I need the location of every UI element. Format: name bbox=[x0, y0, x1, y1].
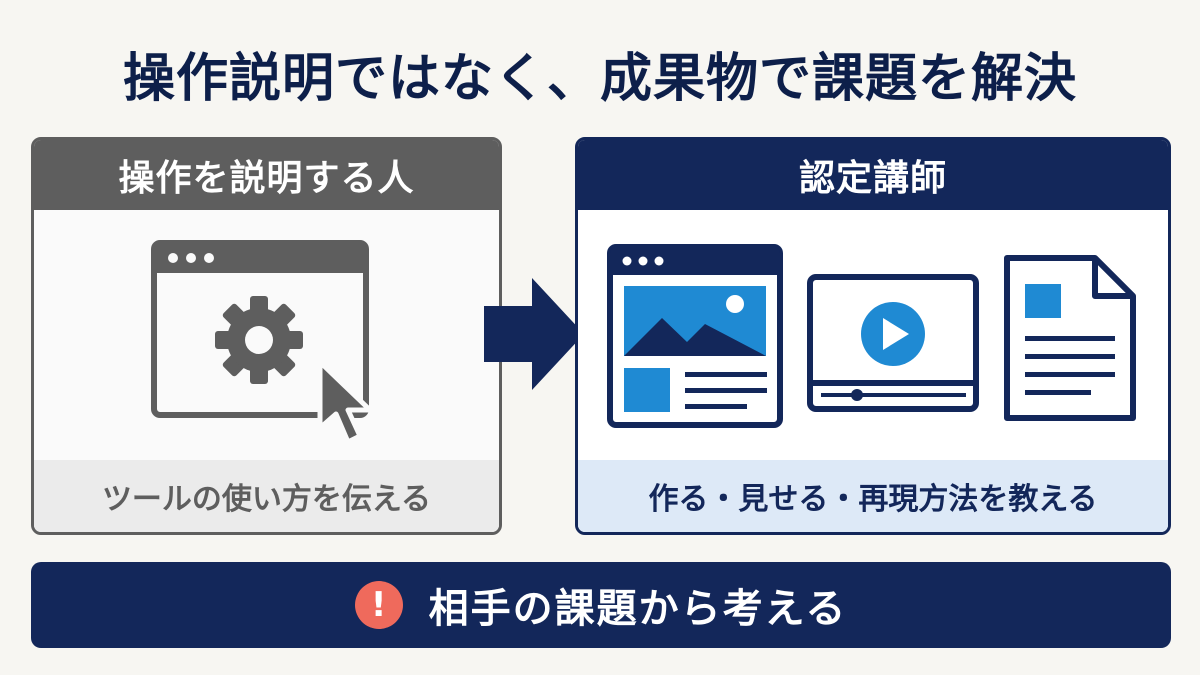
key-message-banner: ! 相手の課題から考える bbox=[31, 562, 1171, 648]
video-player-icon bbox=[807, 274, 979, 412]
page-title: 操作説明ではなく、成果物で課題を解決 bbox=[122, 49, 1077, 109]
right-arrow-icon bbox=[484, 278, 584, 390]
instructor-panel-body bbox=[578, 210, 1168, 460]
gear-icon bbox=[215, 296, 303, 384]
instructor-panel-header: 認定講師 bbox=[578, 140, 1168, 210]
instructor-panel: 認定講師 bbox=[575, 137, 1171, 535]
operator-panel-body bbox=[34, 210, 499, 460]
document-icon bbox=[1004, 255, 1136, 421]
instructor-panel-footer: 作る・見せる・再現方法を教える bbox=[578, 460, 1168, 532]
key-message-text: 相手の課題から考える bbox=[428, 586, 848, 632]
operator-panel: 操作を説明する人 ツー bbox=[31, 137, 502, 535]
browser-window-icon bbox=[151, 240, 369, 418]
cursor-icon bbox=[317, 359, 373, 445]
exclamation-icon: ! bbox=[354, 581, 403, 629]
operator-panel-header: 操作を説明する人 bbox=[34, 140, 499, 210]
operator-panel-footer: ツールの使い方を伝える bbox=[34, 460, 499, 532]
webpage-icon bbox=[607, 244, 783, 428]
